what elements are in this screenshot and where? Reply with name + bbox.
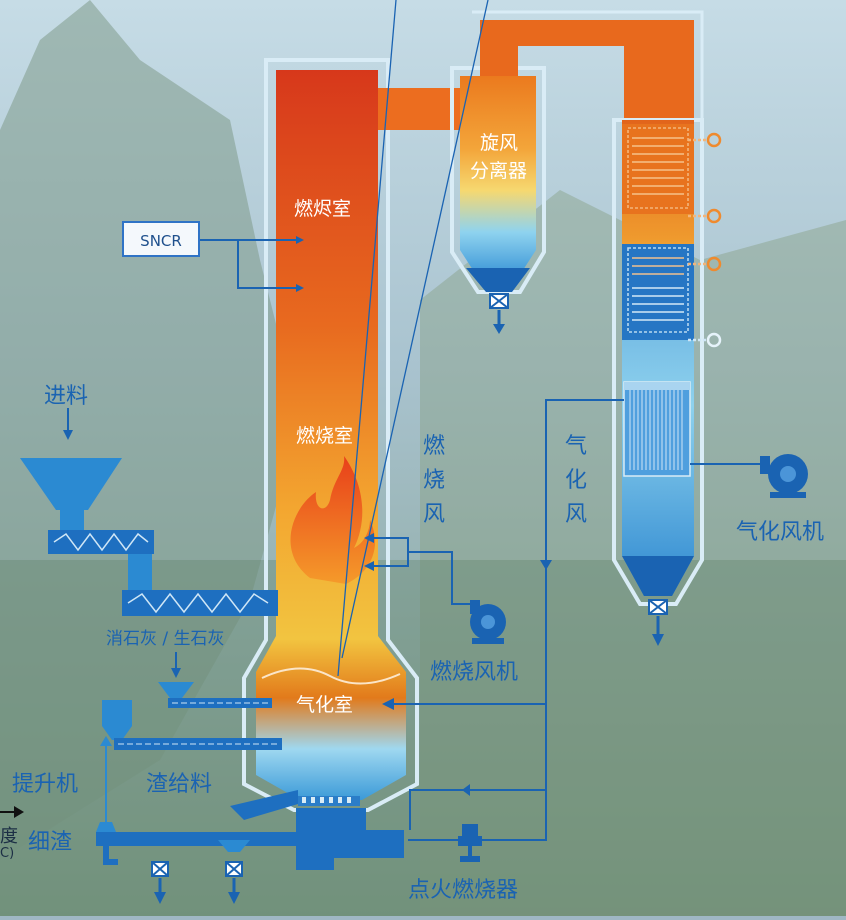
feed-screw-1-thread [53,532,149,552]
combustion-air-line [408,551,470,605]
cyclone-cone [466,268,530,292]
connection-circles [688,132,722,348]
economizer-coil [627,247,689,333]
gasification-chamber-label: 气化室 [296,694,354,716]
cyclone-outline [450,66,546,294]
feed-arrow-head [63,430,73,440]
combustion-chamber-label: 燃烧室 [296,425,354,447]
burnout-chamber-label: 燃烬室 [294,198,352,220]
background-mountain [0,0,300,860]
ash-chute [230,790,298,820]
slag-conveyor [114,738,282,750]
right-column-cone [622,556,694,596]
furnace-bed-line [261,667,401,685]
economizer-section [622,244,694,340]
slag-feed-label: 渣给料 [146,772,213,797]
slag-silo-cone [102,726,132,740]
windbox [296,808,404,870]
burner-air-line [409,789,546,830]
gasification-fan-label: 气化风机 [736,520,825,545]
ignition-burner-label: 点火燃烧器 [408,878,519,903]
diagonal-line-2 [341,0,489,659]
elevator-bucket [96,822,116,832]
distributor-nozzles [302,797,351,803]
burner-air-arrow [462,784,470,796]
ash-hopper [218,840,250,852]
cyclone-label-line2: 分离器 [470,160,528,182]
diagonal-line-1 [337,0,397,677]
elevator-label: 提升机 [12,772,79,797]
furnace-body [256,70,406,800]
outlet-duct-outline [472,10,704,132]
sncr-injection-arrows [296,236,304,292]
fine-slag-label: 细渣 [28,830,73,855]
fine-slag-arrow-head [14,806,24,818]
superheater-coil [627,127,689,209]
feed-screw-2 [122,590,278,616]
feed-hopper [20,458,122,510]
gasification-fan-icon [690,454,808,498]
cyclone-body [460,76,536,284]
cyclone-valve [489,293,509,334]
elevator-arrow [100,736,112,746]
cyclone-label-line1: 旋风 [480,132,519,154]
bottom-ash-conveyor [96,832,300,846]
air-preheater [623,381,691,477]
bottom-valves [151,861,243,904]
cut-text-1: 度 [0,826,18,847]
right-column-valve [648,599,668,646]
combustion-fan-icon [470,600,506,644]
gasification-air-label: 气 化 风 [564,434,587,527]
cut-text-2: C) [0,846,15,861]
gasification-chamber-arrow [382,698,394,710]
combustion-air-arrows [364,533,374,571]
gasification-air-arrow [540,560,552,570]
combustion-air-label: 燃 烧 风 [422,434,445,527]
bottom-elbow [103,846,118,865]
superheater-section [622,124,694,214]
feed-screw-2-thread [127,592,269,614]
lime-label: 消石灰 / 生石灰 [106,629,225,649]
hopper-neck [60,510,84,532]
ignition-burner-icon [458,824,482,862]
cyclone-outlet-duct [480,20,694,124]
lime-arrow-head [171,668,181,678]
right-column-outline [612,118,704,606]
right-column-body [622,120,694,596]
sncr-injection-line [200,239,298,289]
feed-drop [128,554,152,590]
lime-hopper [158,682,194,698]
furnace-outline [242,58,419,812]
crossover-duct [378,88,462,130]
slag-silo [102,700,132,726]
combustion-fan-label: 燃烧风机 [430,660,519,685]
feed-label: 进料 [44,384,89,409]
sncr-box: SNCR [122,221,200,257]
